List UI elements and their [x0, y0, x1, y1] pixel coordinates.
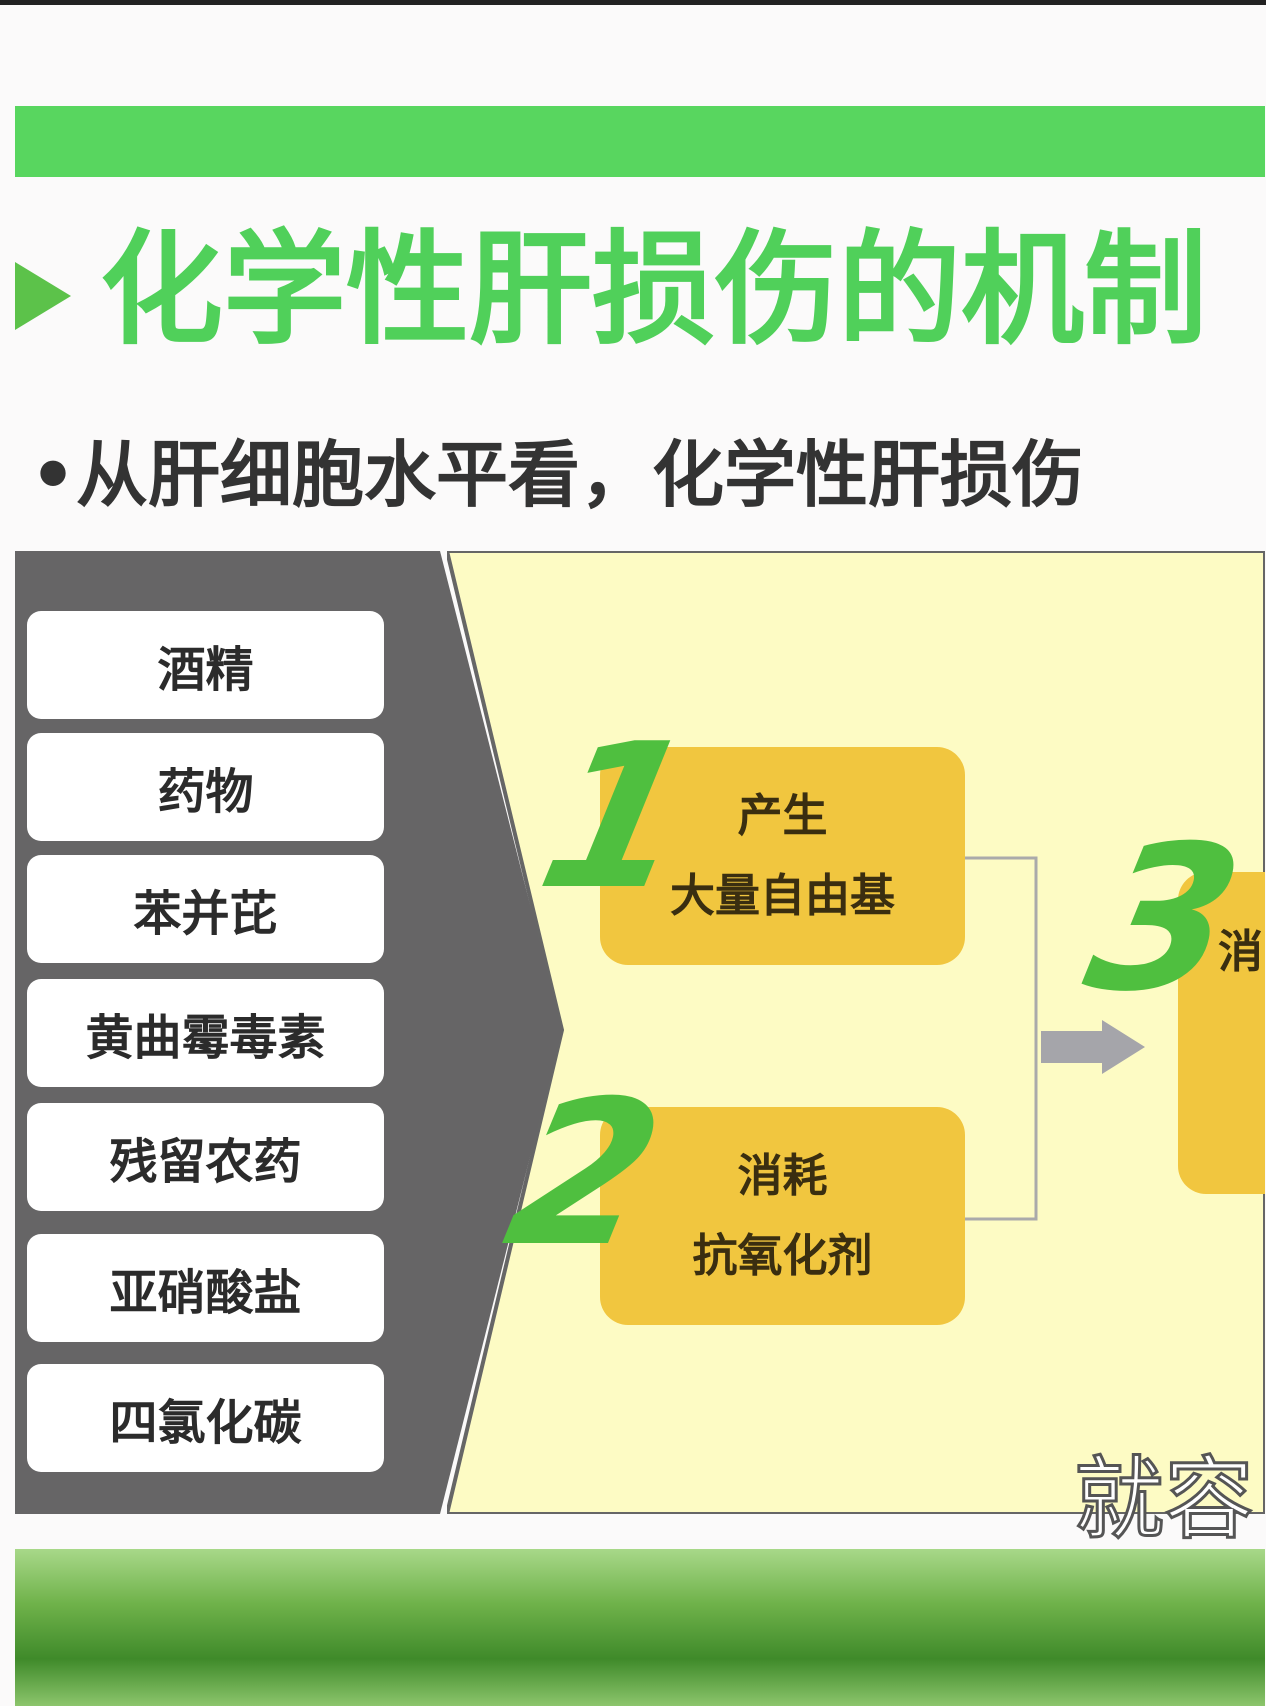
- step-text: 抗氧化剂: [692, 1229, 873, 1282]
- arrow-right-icon: [1041, 1020, 1145, 1074]
- step-text: 大量自由基: [669, 869, 895, 922]
- step-box-1: 产生 大量自由基: [600, 747, 965, 965]
- source-item: 残留农药: [27, 1103, 384, 1211]
- title-arrow-icon: [15, 262, 71, 330]
- step-box-2: 消耗 抗氧化剂: [600, 1107, 965, 1325]
- connector-line: [965, 856, 1038, 1221]
- source-item: 药物: [27, 733, 384, 841]
- source-item: 苯并芘: [27, 855, 384, 963]
- top-border: [0, 0, 1280, 5]
- slide-subtitle: •从肝细胞水平看，化学性肝损伤: [30, 433, 1085, 517]
- source-item: 酒精: [27, 611, 384, 719]
- source-item: 四氯化碳: [27, 1364, 384, 1472]
- source-item: 亚硝酸盐: [27, 1234, 384, 1342]
- step-box-3: 消: [1178, 872, 1265, 1194]
- step-text: 消: [1218, 925, 1264, 978]
- source-item: 黄曲霉毒素: [27, 979, 384, 1087]
- right-margin: [1266, 0, 1280, 1706]
- header-bar: [15, 106, 1265, 177]
- step-text: 消耗: [737, 1149, 828, 1202]
- grass-footer-image: [15, 1549, 1265, 1706]
- step-text: 产生: [737, 789, 828, 842]
- video-caption: 就容: [1074, 1450, 1256, 1550]
- slide-title: 化学性肝损伤的机制: [100, 219, 1207, 362]
